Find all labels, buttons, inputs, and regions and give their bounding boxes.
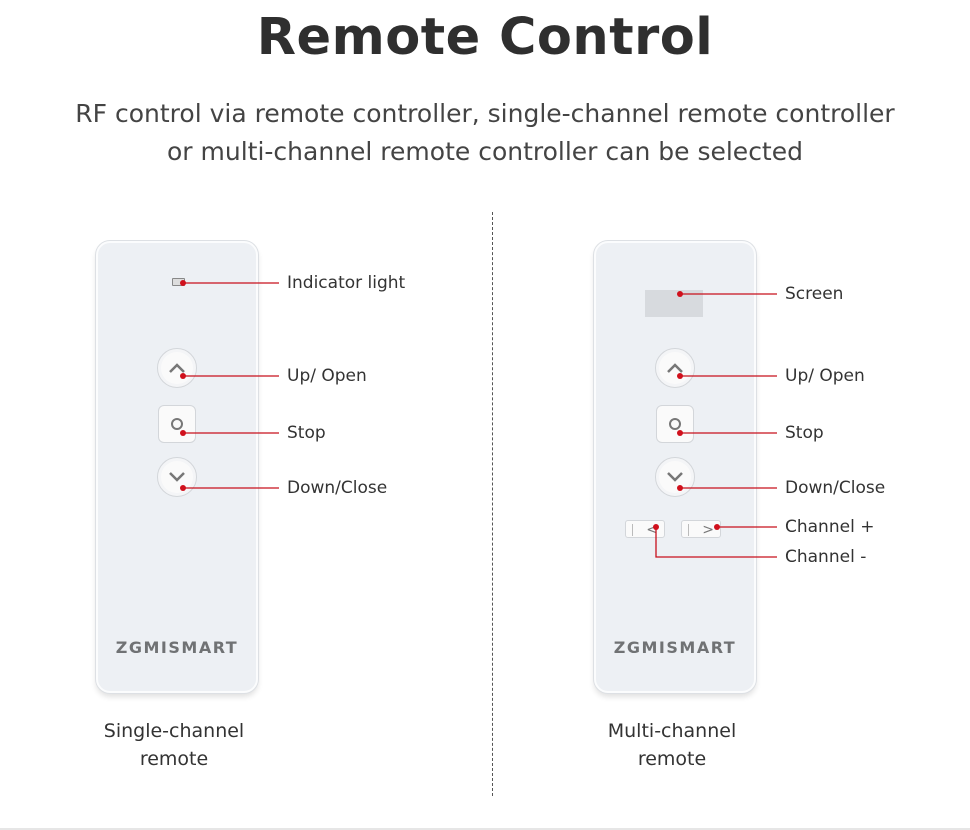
page-subtitle: RF control via remote controller, single… (0, 95, 970, 171)
label-up-open: Up/ Open (785, 366, 865, 386)
label-up-open: Up/ Open (287, 366, 367, 386)
label-stop: Stop (287, 423, 326, 443)
label-channel-plus: Channel + (785, 517, 875, 537)
chevron-up-icon (667, 363, 683, 373)
up-open-button (655, 348, 695, 388)
bottom-border (0, 828, 970, 830)
page-title: Remote Control (256, 8, 714, 67)
multi-channel-remote: < > ZGMISMART (594, 241, 756, 693)
brand-logo: ZGMISMART (613, 638, 737, 657)
caption-line-1: Multi-channel (607, 720, 737, 742)
indicator-light-icon (172, 278, 185, 286)
up-open-button (157, 348, 197, 388)
stop-circle-icon (669, 418, 681, 430)
dashed-divider (492, 212, 493, 796)
chevron-up-icon (169, 363, 185, 373)
channel-minus-button: < (625, 520, 665, 538)
subtitle-line-2: or multi-channel remote controller can b… (167, 137, 803, 166)
stop-button (158, 405, 196, 443)
caption-line-2: remote (139, 748, 209, 770)
stop-button (656, 405, 694, 443)
caption-single-channel: Single-channel remote (74, 717, 274, 773)
subtitle-line-1: RF control via remote controller, single… (75, 99, 895, 128)
label-screen: Screen (785, 284, 844, 304)
chevron-down-icon (667, 472, 683, 482)
label-channel-minus: Channel - (785, 547, 867, 567)
down-close-button (655, 457, 695, 497)
caption-line-1: Single-channel (103, 720, 245, 742)
label-down-close: Down/Close (287, 478, 388, 498)
label-indicator-light: Indicator light (287, 273, 406, 293)
channel-plus-button: > (681, 520, 721, 538)
down-close-button (157, 457, 197, 497)
caption-line-2: remote (637, 748, 707, 770)
screen-display (645, 290, 703, 317)
single-channel-remote: ZGMISMART (96, 241, 258, 693)
brand-logo: ZGMISMART (115, 638, 239, 657)
stop-circle-icon (171, 418, 183, 430)
chevron-down-icon (169, 472, 185, 482)
caption-multi-channel: Multi-channel remote (572, 717, 772, 773)
label-stop: Stop (785, 423, 824, 443)
label-down-close: Down/Close (785, 478, 886, 498)
